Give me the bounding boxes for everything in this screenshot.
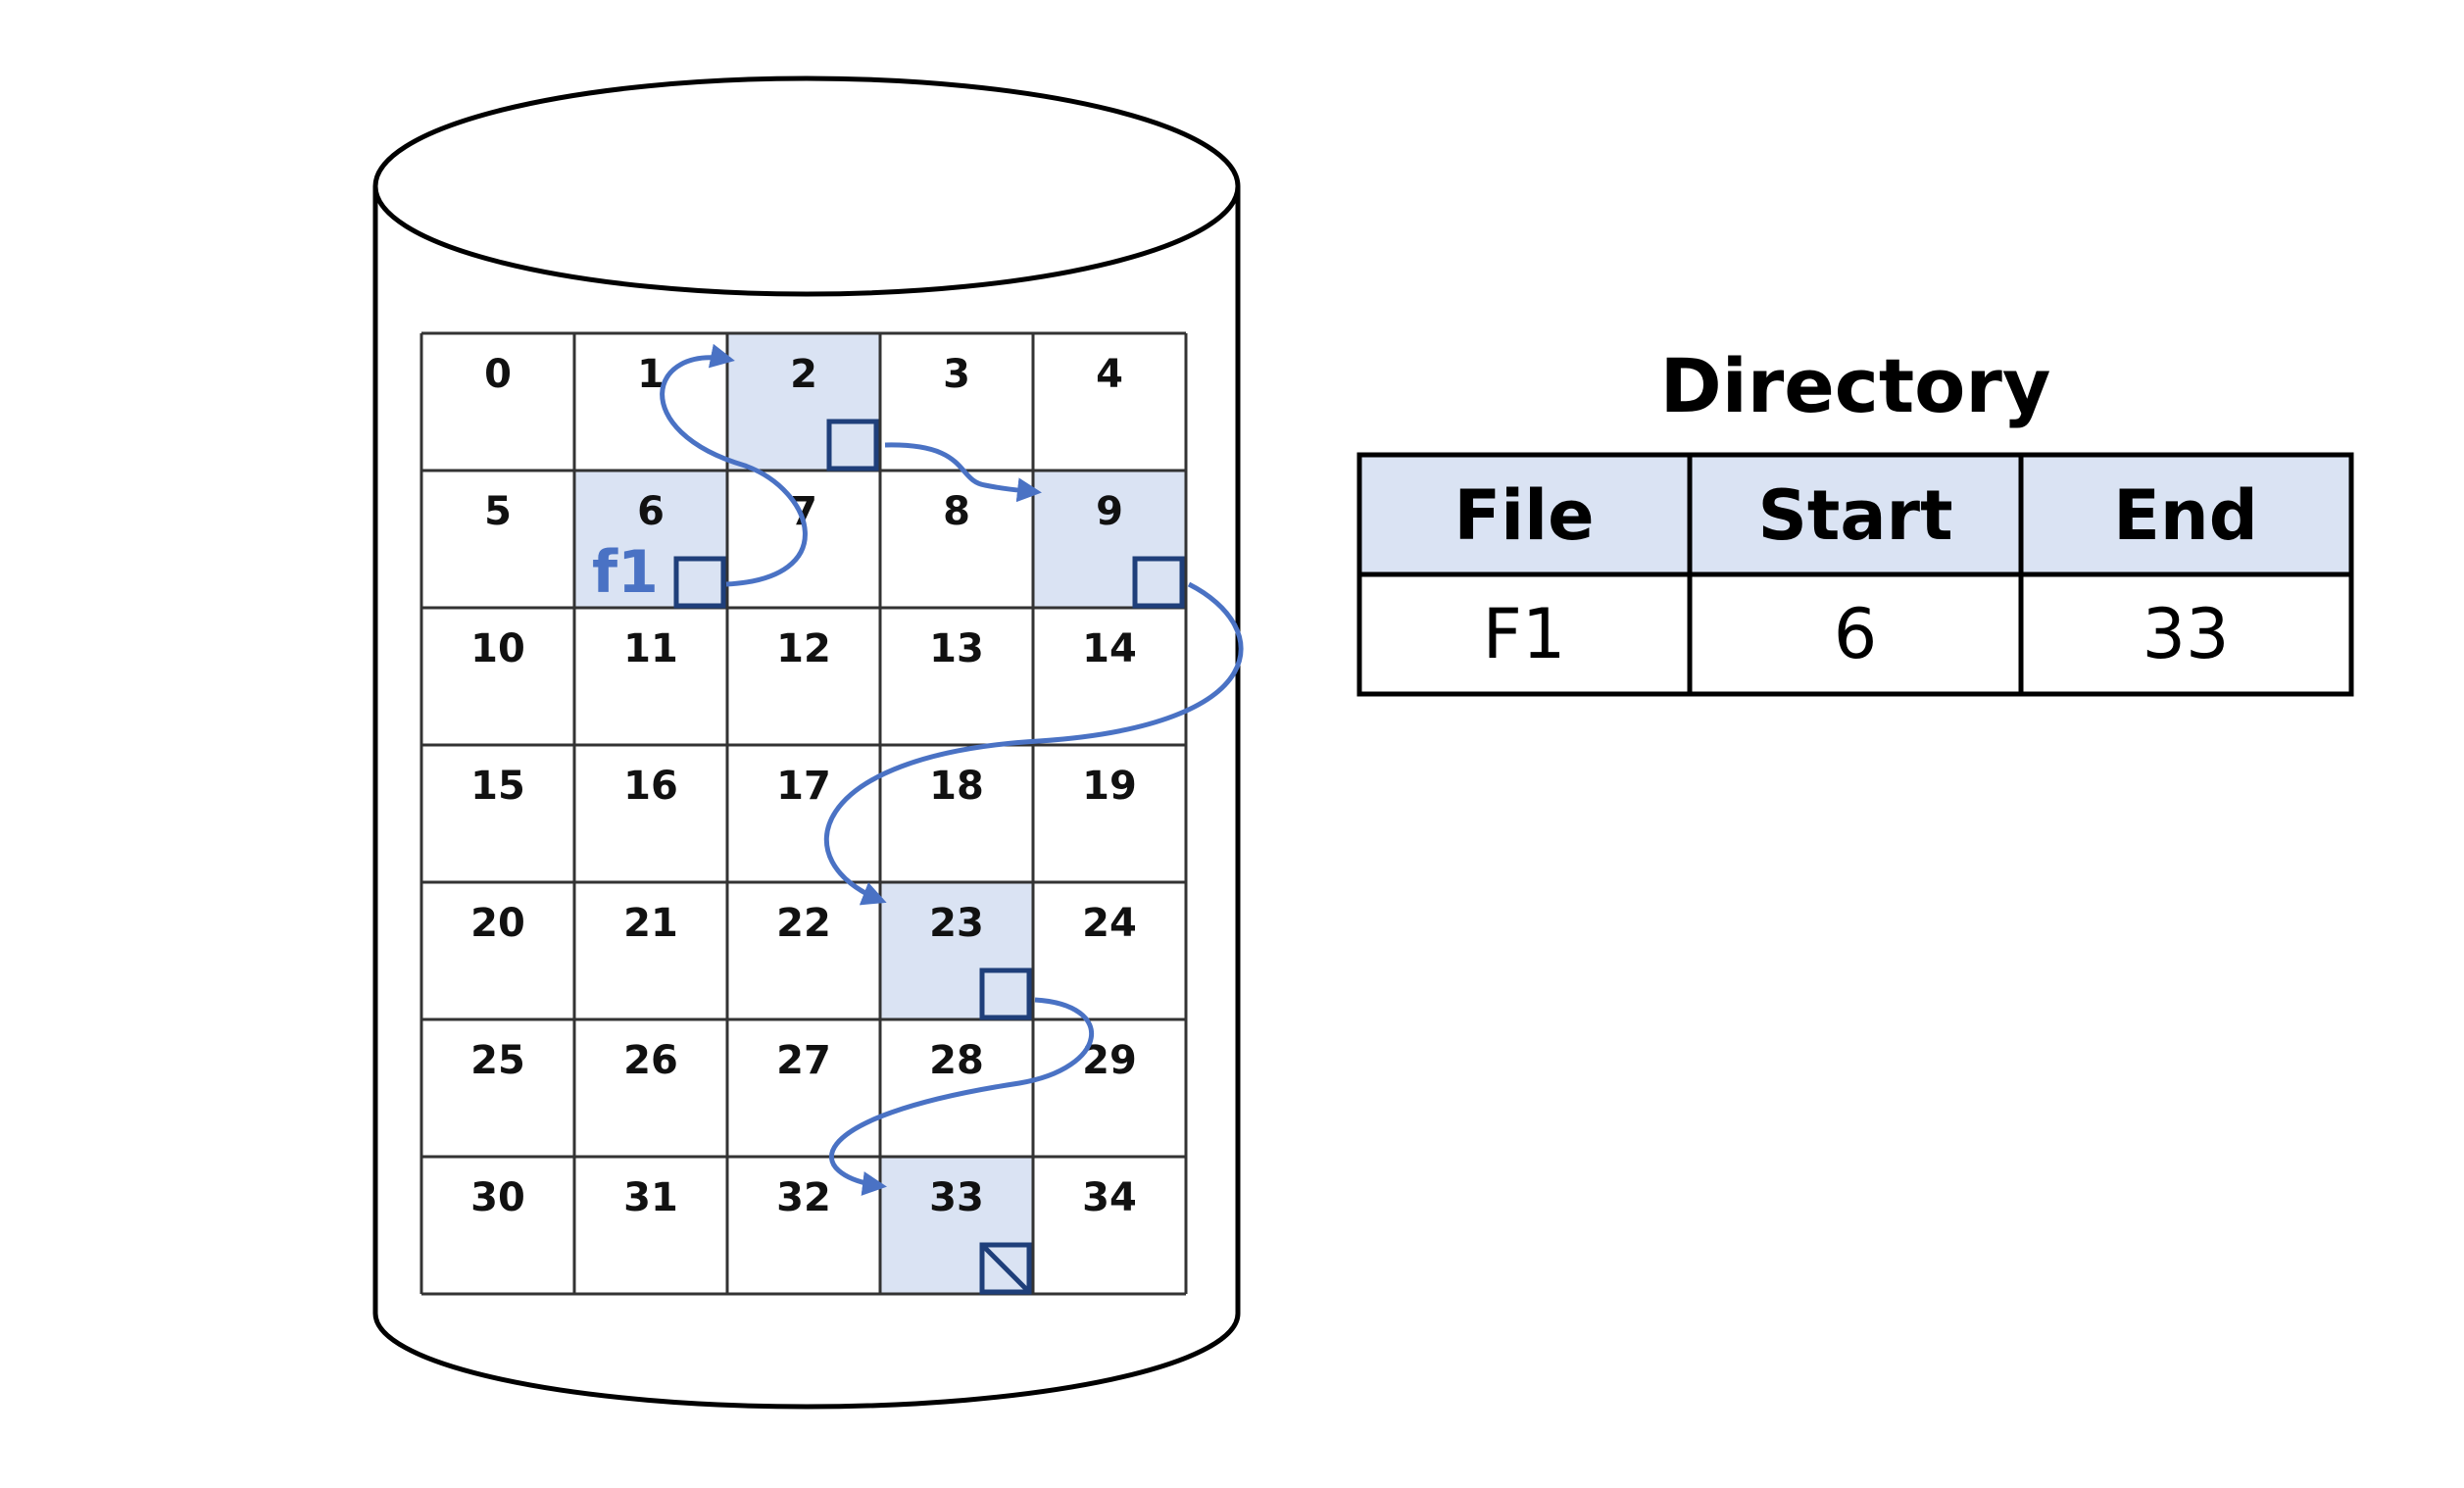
block-23 bbox=[880, 882, 1033, 1019]
row-start: 6 bbox=[1834, 594, 1878, 674]
block-number: 3 bbox=[943, 352, 970, 397]
block-number: 30 bbox=[470, 1175, 525, 1220]
block-22 bbox=[727, 882, 880, 1019]
block-6 bbox=[574, 471, 727, 608]
block-number: 8 bbox=[943, 489, 970, 534]
block-30 bbox=[421, 1157, 574, 1294]
block-10 bbox=[421, 608, 574, 745]
row-file: F1 bbox=[1483, 594, 1566, 674]
block-number: 21 bbox=[623, 901, 678, 946]
block-number: 13 bbox=[929, 626, 984, 671]
block-24 bbox=[1033, 882, 1186, 1019]
block-number: 9 bbox=[1096, 489, 1123, 534]
block-number: 19 bbox=[1082, 764, 1137, 809]
block-20 bbox=[421, 882, 574, 1019]
arrow-9-to-23 bbox=[823, 581, 1244, 906]
block-number: 10 bbox=[470, 626, 525, 671]
directory-header-row bbox=[1359, 455, 2351, 574]
block-pointers bbox=[673, 419, 1185, 1295]
block-9 bbox=[1033, 471, 1186, 608]
block-number: 28 bbox=[929, 1038, 984, 1083]
block-16 bbox=[574, 745, 727, 882]
block-15 bbox=[421, 745, 574, 882]
directory-title: Directory bbox=[1660, 342, 2051, 429]
block-number: 32 bbox=[776, 1175, 831, 1220]
block-21 bbox=[574, 882, 727, 1019]
directory-table: Directory File Start End F1 6 33 bbox=[1356, 342, 2354, 697]
row-end: 33 bbox=[2142, 594, 2229, 674]
block-number: 22 bbox=[776, 901, 831, 946]
block-5 bbox=[421, 471, 574, 608]
block-19 bbox=[1033, 745, 1186, 882]
block-number: 33 bbox=[929, 1175, 984, 1220]
block-number: 14 bbox=[1082, 626, 1137, 671]
block-number: 24 bbox=[1082, 901, 1137, 946]
arrow-2-to-9 bbox=[884, 442, 1042, 503]
block-number: 0 bbox=[484, 352, 512, 397]
block-13 bbox=[880, 608, 1033, 745]
header-start: Start bbox=[1757, 475, 1952, 556]
header-file: File bbox=[1454, 475, 1594, 556]
block-28 bbox=[880, 1019, 1033, 1157]
block-25 bbox=[421, 1019, 574, 1157]
block-number: 18 bbox=[929, 764, 984, 809]
block-8 bbox=[880, 471, 1033, 608]
arrow-23-to-33 bbox=[828, 997, 1094, 1196]
null-pointer-mark bbox=[980, 1243, 1031, 1294]
pointer-box-23 bbox=[979, 967, 1032, 1020]
block-26 bbox=[574, 1019, 727, 1157]
block-11 bbox=[574, 608, 727, 745]
block-number: 20 bbox=[470, 901, 525, 946]
link-arrows bbox=[660, 343, 1244, 1196]
header-end: End bbox=[2113, 475, 2258, 556]
block-number: 12 bbox=[776, 626, 831, 671]
block-0 bbox=[421, 333, 574, 471]
block-12 bbox=[727, 608, 880, 745]
pointer-box-6 bbox=[673, 556, 726, 609]
pointer-box-9 bbox=[1132, 556, 1185, 609]
block-number: 16 bbox=[623, 764, 678, 809]
file-label: f1 bbox=[592, 538, 659, 607]
block-17 bbox=[727, 745, 880, 882]
block-4 bbox=[1033, 333, 1186, 471]
block-18 bbox=[880, 745, 1033, 882]
block-29 bbox=[1033, 1019, 1186, 1157]
arrow-6-to-2 bbox=[660, 343, 808, 587]
block-2 bbox=[727, 333, 880, 471]
block-number: 26 bbox=[623, 1038, 678, 1083]
block-number: 4 bbox=[1096, 352, 1123, 397]
block-27 bbox=[727, 1019, 880, 1157]
block-number: 29 bbox=[1082, 1038, 1137, 1083]
block-number: 31 bbox=[623, 1175, 678, 1220]
block-number: 23 bbox=[929, 901, 984, 946]
disk-top bbox=[372, 75, 1241, 297]
block-number: 5 bbox=[484, 489, 512, 534]
block-number: 15 bbox=[470, 764, 525, 809]
block-number: 11 bbox=[623, 626, 678, 671]
block-31 bbox=[574, 1157, 727, 1294]
block-34 bbox=[1033, 1157, 1186, 1294]
pointer-box-2 bbox=[826, 419, 879, 471]
block-number: 27 bbox=[776, 1038, 831, 1083]
block-number: 1 bbox=[637, 352, 665, 397]
block-number: 34 bbox=[1082, 1175, 1137, 1220]
pointer-box-33 bbox=[979, 1242, 1032, 1295]
block-number: 17 bbox=[776, 764, 831, 809]
block-number: 25 bbox=[470, 1038, 525, 1083]
block-number: 2 bbox=[790, 352, 817, 397]
block-number: 6 bbox=[637, 489, 665, 534]
